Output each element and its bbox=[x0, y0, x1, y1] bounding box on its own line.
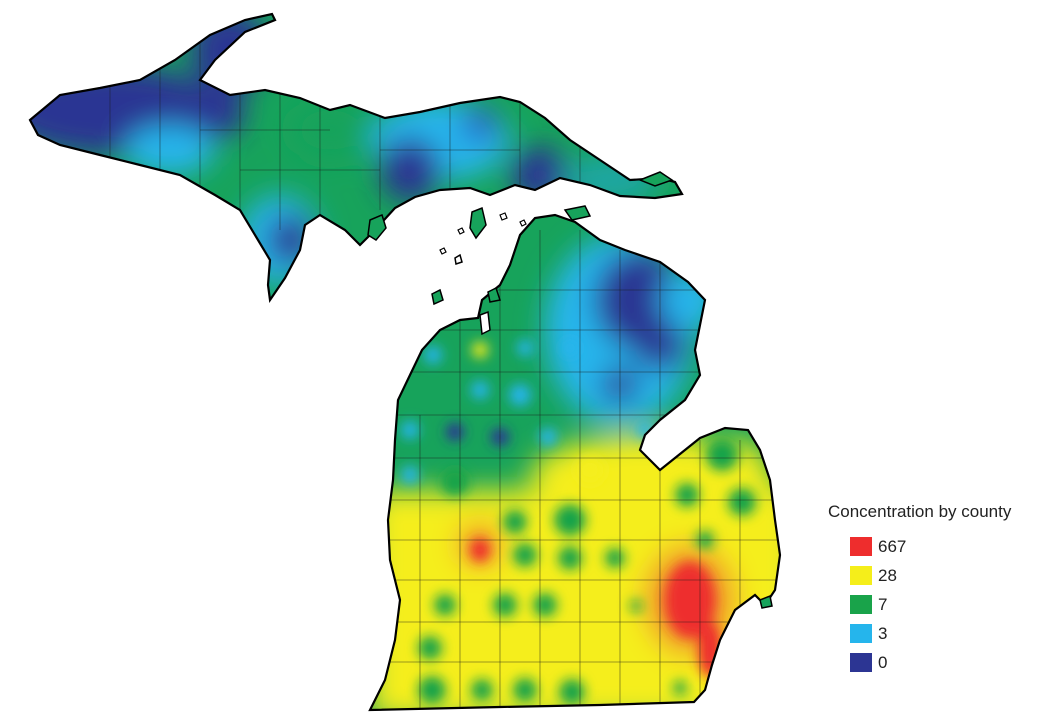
legend-item: 0 bbox=[850, 648, 1011, 677]
map-legend: Concentration by county 667 28 7 3 0 bbox=[828, 502, 1011, 677]
islands bbox=[367, 171, 773, 609]
legend-label: 7 bbox=[878, 594, 888, 614]
county-boundaries bbox=[109, 40, 780, 710]
legend-title: Concentration by county bbox=[828, 502, 1012, 521]
legend-swatch bbox=[850, 566, 872, 585]
legend-swatch bbox=[850, 537, 872, 556]
legend-label: 0 bbox=[878, 652, 888, 672]
legend-label: 3 bbox=[878, 623, 888, 643]
legend-swatch bbox=[850, 653, 872, 672]
legend-label: 28 bbox=[878, 565, 897, 585]
legend-swatch bbox=[850, 595, 872, 614]
legend-label: 667 bbox=[878, 536, 907, 556]
legend-item: 7 bbox=[850, 590, 1011, 619]
legend-item: 667 bbox=[850, 532, 1011, 561]
legend-item: 28 bbox=[850, 561, 1011, 590]
legend-item: 3 bbox=[850, 619, 1011, 648]
legend-list: 667 28 7 3 0 bbox=[850, 532, 1011, 677]
legend-swatch bbox=[850, 624, 872, 643]
